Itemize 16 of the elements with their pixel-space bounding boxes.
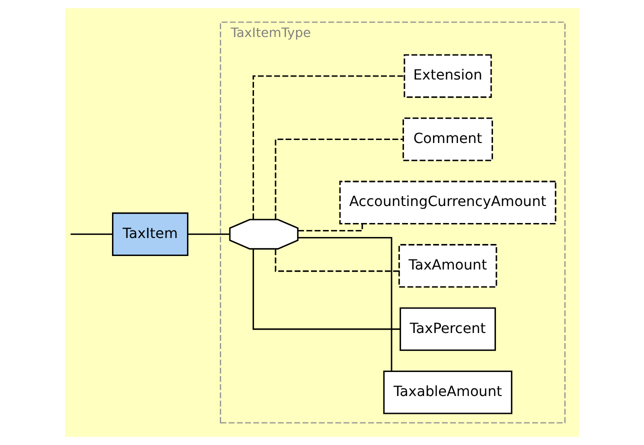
- node-box: TaxPercent: [400, 307, 496, 351]
- node-octagon: [229, 218, 299, 250]
- node-box: Extension: [404, 54, 492, 98]
- node-box: TaxAmount: [398, 244, 498, 288]
- connector: [70, 234, 113, 235]
- node-box: TaxItem: [112, 212, 188, 256]
- connector: [274, 249, 399, 272]
- connector: [298, 237, 392, 372]
- connector: [298, 224, 363, 232]
- connector: [252, 249, 400, 330]
- node-box: AccountingCurrencyAmount: [339, 180, 556, 224]
- connector: [188, 234, 230, 235]
- node-box: Comment: [402, 118, 493, 162]
- connector: [252, 75, 404, 220]
- connector: [274, 138, 403, 220]
- node-box: TaxableAmount: [383, 370, 512, 414]
